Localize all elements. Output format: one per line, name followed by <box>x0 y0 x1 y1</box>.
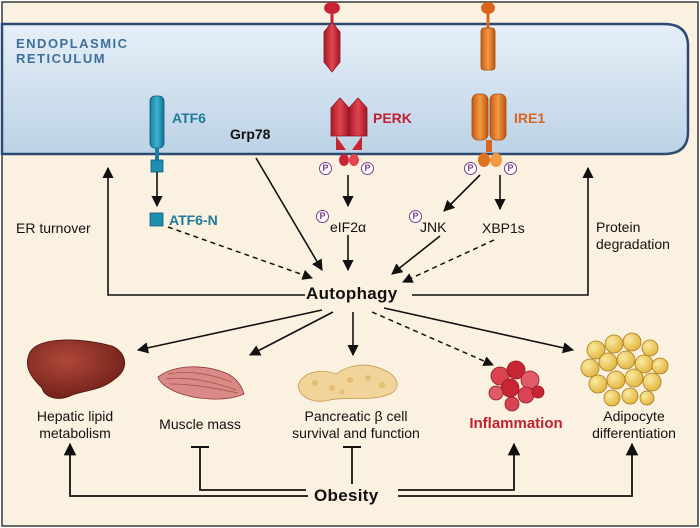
arrow-grp78-to-autophagy <box>255 157 323 271</box>
inflammation-illustration <box>488 360 545 412</box>
outcome-hepatic-line1: Hepatic lipid <box>36 408 114 424</box>
outcome-pancreatic-line2: survival and function <box>292 425 420 441</box>
perk-label: PERK <box>373 110 412 126</box>
outcome-adipocyte-line2: differentiation <box>592 425 676 441</box>
phospho-perk-left: P <box>319 162 332 175</box>
jnk-label: JNK <box>420 219 447 235</box>
arrow-autophagy-to-muscle <box>249 311 334 356</box>
arrow-xbp1s-to-autophagy <box>402 239 495 283</box>
er-membrane <box>0 22 690 156</box>
eif2a-label: eIF2α <box>330 219 367 235</box>
atf6n-marker <box>149 212 164 227</box>
phospho-ire1-right: P <box>504 162 517 175</box>
inhibition-obesity-to-muscle <box>199 447 306 491</box>
arrow-obesity-to-inflammation <box>398 442 521 491</box>
outcome-inflammation: Inflammation <box>469 415 563 432</box>
arrow-jnk-to-autophagy <box>391 235 441 275</box>
autophagy-hub: Autophagy <box>306 284 398 303</box>
xbp1s-label: XBP1s <box>482 220 525 236</box>
grp78-label: Grp78 <box>230 126 271 142</box>
er-title-line1: ENDOPLASMIC <box>16 36 129 51</box>
arrow-autophagy-to-adipocyte <box>383 307 575 354</box>
obesity-root: Obesity <box>314 486 379 505</box>
phospho-perk-right: P <box>361 162 374 175</box>
arrow-obesity-to-hepatic <box>63 442 308 497</box>
arrow-ire1-to-jnk <box>443 174 481 212</box>
atf6-receptor <box>149 95 165 173</box>
perk-dimer <box>330 97 368 166</box>
outcome-pancreatic-line1: Pancreatic β cell <box>304 408 408 424</box>
atf6-label: ATF6 <box>172 110 206 126</box>
arrow-autophagy-to-inflammation <box>371 311 494 367</box>
phospho-jnk: P <box>409 210 422 223</box>
ire1-label: IRE1 <box>514 110 546 126</box>
outcome-hepatic-line2: metabolism <box>39 425 111 441</box>
outcome-muscle: Muscle mass <box>159 416 241 432</box>
er-turnover-label: ER turnover <box>16 220 91 236</box>
ire1-monomer <box>480 2 496 71</box>
outcome-adipocyte-line1: Adipocyte <box>603 408 665 424</box>
perk-monomer <box>323 2 341 73</box>
adipocyte-illustration <box>580 332 669 407</box>
arrow-atf6n-to-autophagy <box>167 226 313 280</box>
protein-degradation-label-line1: Protein <box>596 219 641 235</box>
arrow-protein-degradation <box>412 166 594 296</box>
protein-degradation-label-line2: degradation <box>596 236 670 252</box>
pancreas-illustration <box>297 364 398 402</box>
ire1-dimer <box>471 93 507 167</box>
liver-illustration <box>26 339 125 399</box>
atf6n-label: ATF6-N <box>169 212 218 228</box>
phospho-eif2a: P <box>316 210 329 223</box>
muscle-illustration <box>157 366 245 400</box>
arrow-er-turnover <box>102 166 305 296</box>
arrow-autophagy-to-liver <box>136 309 323 354</box>
phospho-ire1-left: P <box>464 162 477 175</box>
er-title-line2: RETICULUM <box>16 51 107 66</box>
arrow-obesity-to-adipocyte <box>398 442 639 497</box>
